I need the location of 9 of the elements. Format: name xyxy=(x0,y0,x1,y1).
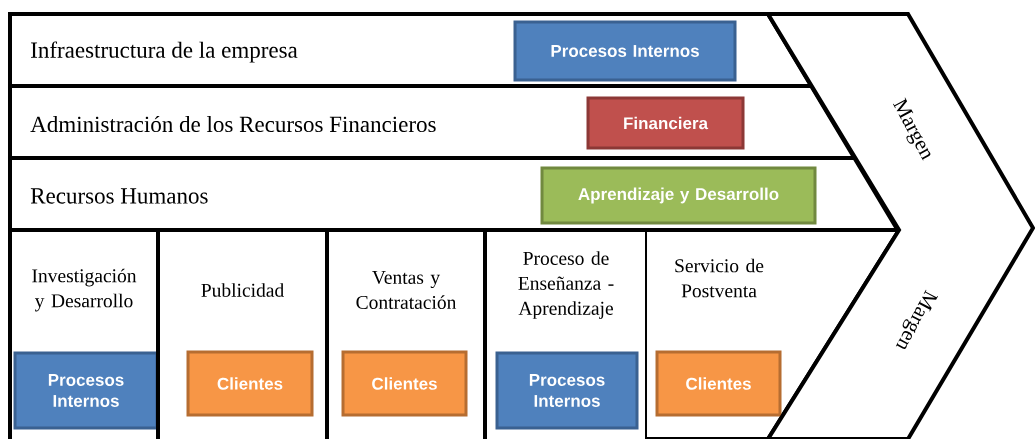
node-label: Servicio de Postventa xyxy=(675,258,764,298)
perspective-box: Clientes xyxy=(186,350,314,417)
perspective-box: Procesos Internos xyxy=(513,20,737,82)
perspective-box: Aprendizaje y Desarrollo xyxy=(540,166,817,225)
perspective-box: Procesos Internos xyxy=(13,351,159,430)
perspective-box: Clientes xyxy=(341,350,468,417)
perspective-box: Procesos Internos xyxy=(495,351,639,430)
perspective-box: Financiera xyxy=(586,96,745,150)
perspective-box: Clientes xyxy=(655,350,782,417)
